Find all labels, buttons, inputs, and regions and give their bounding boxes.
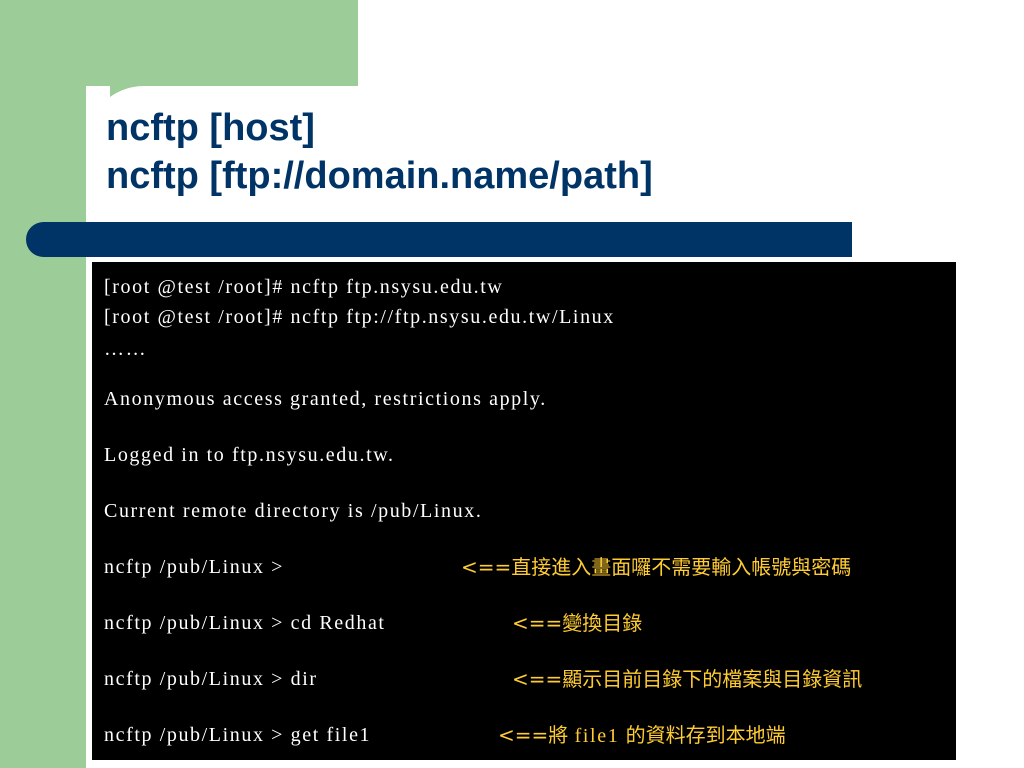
terminal-line-3: …… bbox=[104, 338, 148, 360]
terminal-line-9: ncftp /pub/Linux > dir bbox=[104, 668, 318, 690]
annotation-get-prefix: <==將 bbox=[498, 723, 575, 747]
terminal-line-4: Anonymous access granted, restrictions a… bbox=[104, 388, 547, 410]
terminal-line-8: ncftp /pub/Linux > cd Redhat bbox=[104, 612, 386, 634]
title-divider-bar bbox=[26, 222, 852, 257]
terminal-line-5: Logged in to ftp.nsysu.edu.tw. bbox=[104, 444, 395, 466]
terminal-line-6: Current remote directory is /pub/Linux. bbox=[104, 500, 483, 522]
terminal-line-10: ncftp /pub/Linux > get file1 bbox=[104, 724, 372, 746]
slide-title-line-2: ncftp [ftp://domain.name/path] bbox=[106, 155, 653, 197]
terminal-line-1: [root @test /root]# ncftp ftp.nsysu.edu.… bbox=[104, 276, 504, 298]
terminal-line-7: ncftp /pub/Linux > bbox=[104, 556, 285, 578]
annotation-get-suffix: 的資料存到本地端 bbox=[619, 723, 786, 747]
annotation-list-dir: <==顯示目前目錄下的檔案與目錄資訊 bbox=[512, 667, 863, 691]
slide-title: ncftp [host] ncftp [ftp://domain.name/pa… bbox=[106, 104, 653, 200]
terminal-window: [root @test /root]# ncftp ftp.nsysu.edu.… bbox=[92, 262, 956, 760]
annotation-direct-entry: <==直接進入畫面囉不需要輸入帳號與密碼 bbox=[461, 555, 852, 579]
terminal-line-2: [root @test /root]# ncftp ftp://ftp.nsys… bbox=[104, 306, 615, 328]
annotation-get-filename: file1 bbox=[574, 725, 620, 747]
slide-title-line-1: ncftp [host] bbox=[106, 107, 315, 149]
annotation-change-dir: <==變換目錄 bbox=[512, 611, 643, 635]
annotation-get-file: <==將 file1 的資料存到本地端 bbox=[498, 722, 786, 748]
